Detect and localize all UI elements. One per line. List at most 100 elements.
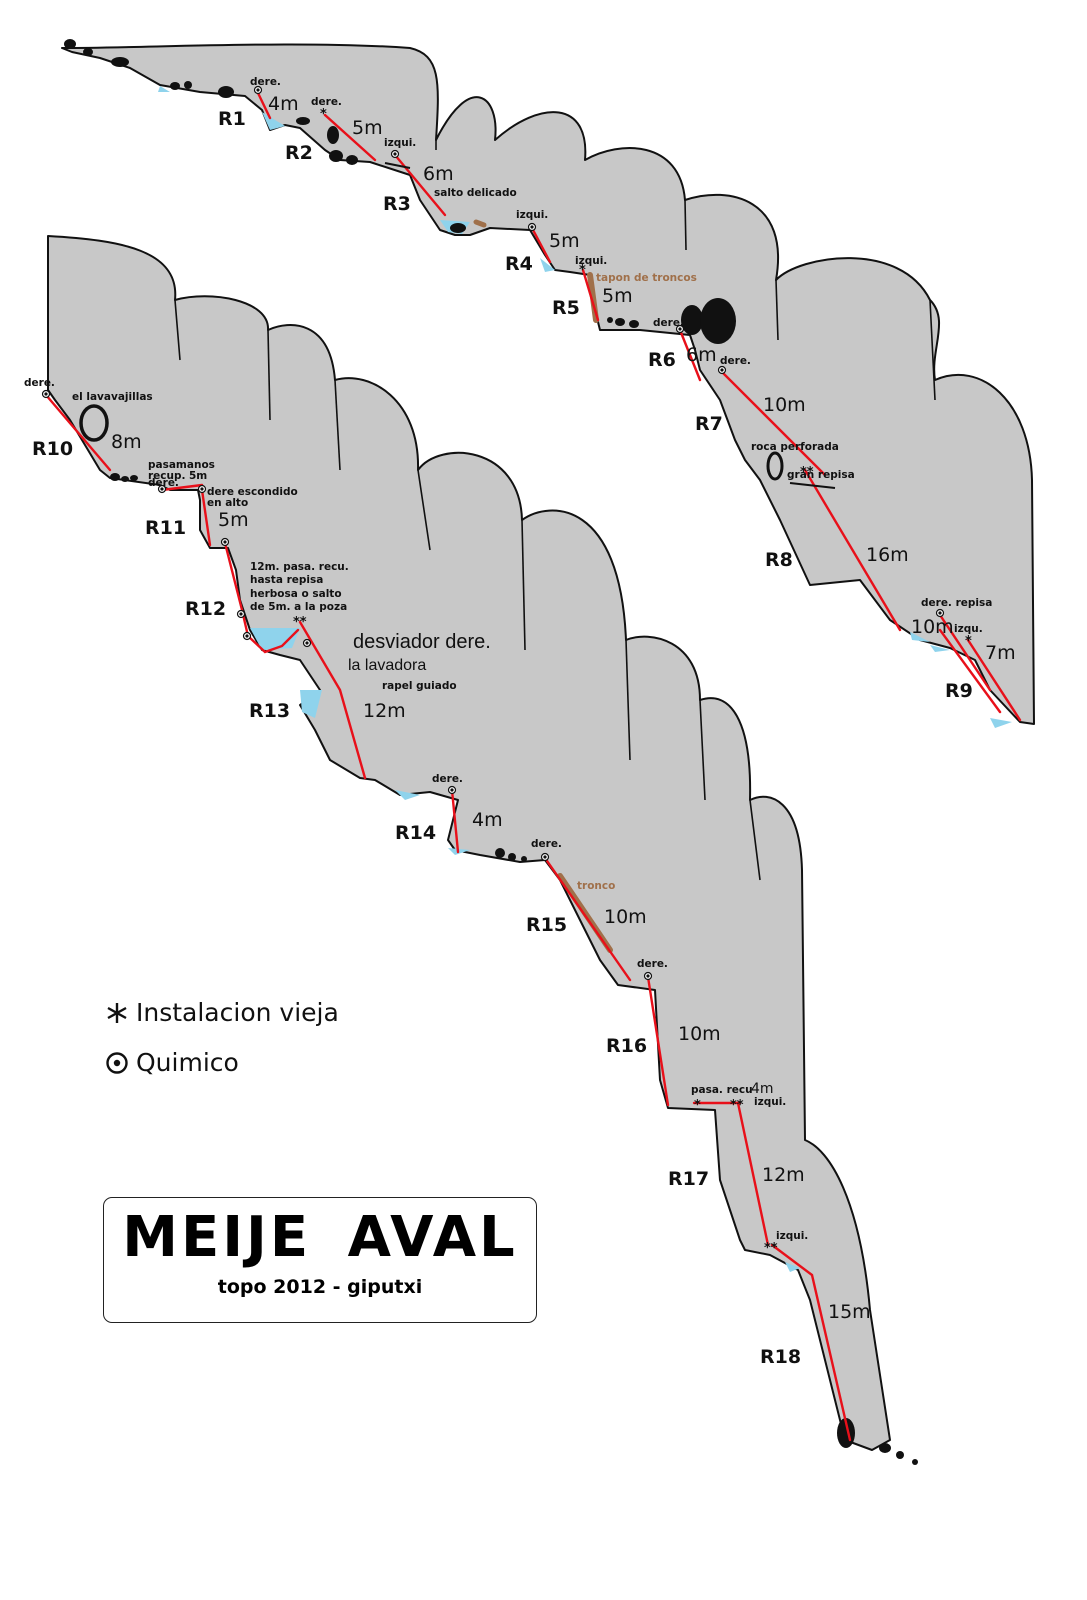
- r12-label: R12: [185, 598, 226, 620]
- r13-deviator: desviador dere.: [353, 631, 491, 653]
- svg-text:**: **: [730, 1098, 744, 1113]
- r18-label: R18: [760, 1346, 801, 1368]
- r7-note: dere.: [720, 355, 751, 367]
- page-subtitle: topo 2012 - giputxi: [217, 1276, 423, 1298]
- lower-canyon-wall: [47, 235, 891, 1451]
- r13-place: la lavadora: [348, 657, 426, 674]
- r15-note: dere.: [531, 838, 562, 850]
- r3-label: R3: [383, 193, 411, 215]
- r14-label: R14: [395, 822, 436, 844]
- r17-length: 12m: [762, 1164, 805, 1186]
- r1-length: 4m: [268, 93, 299, 115]
- r9-length-b: 7m: [985, 642, 1016, 664]
- r8-extra: gran repisa: [787, 469, 855, 481]
- r17-note-a: pasa. recu: [691, 1084, 753, 1096]
- r8-label: R8: [765, 549, 793, 571]
- r17-note-b: 4m: [751, 1081, 774, 1097]
- r1-note: dere.: [250, 76, 281, 88]
- bulge-lines: [174, 140, 936, 881]
- page-title: MEIJE AVAL: [122, 1205, 518, 1270]
- r2-label: R2: [285, 142, 313, 164]
- r12-line2: hasta repisa: [250, 574, 323, 586]
- svg-text:*: *: [965, 634, 972, 649]
- r17-label: R17: [668, 1168, 709, 1190]
- r9-note: dere. repisa: [921, 597, 992, 609]
- r11-note-b: recup.: [148, 470, 186, 482]
- old-anchors: * * ** * ** * ** **: [293, 107, 972, 1256]
- r5-label: R5: [552, 297, 580, 319]
- r8-note: roca perforada: [751, 441, 839, 453]
- r16-length: 10m: [678, 1023, 721, 1045]
- r14-length: 4m: [472, 809, 503, 831]
- asterisk-icon: [104, 1001, 130, 1025]
- r11-note-e: dere escondido: [207, 486, 298, 498]
- r18-length: 15m: [828, 1301, 871, 1323]
- r18-note: izqui.: [776, 1230, 808, 1242]
- r5-extra: tapon de troncos: [596, 272, 697, 284]
- ledge-marks: [384, 162, 836, 489]
- r1-label: R1: [218, 108, 246, 130]
- r15-label: R15: [526, 914, 567, 936]
- r10-label: R10: [32, 438, 73, 460]
- r16-label: R16: [606, 1035, 647, 1057]
- svg-text:*: *: [320, 107, 327, 122]
- r8-length: 16m: [866, 544, 909, 566]
- r6-note: dere.: [653, 317, 684, 329]
- legend-chemical: Quimico: [104, 1048, 239, 1077]
- r3-note: izqui.: [384, 137, 416, 149]
- svg-text:**: **: [293, 615, 307, 630]
- svg-text:*: *: [579, 263, 586, 278]
- r12-line4: de 5m. a la poza: [250, 601, 347, 613]
- r2-note: dere.: [311, 96, 342, 108]
- r7-length: 10m: [763, 394, 806, 416]
- r7-label: R7: [695, 413, 723, 435]
- r15-length: 10m: [604, 906, 647, 928]
- upper-canyon-wall: [61, 43, 1035, 725]
- svg-text:**: **: [764, 1241, 778, 1256]
- r4-note: izqui.: [516, 209, 548, 221]
- r11-note-f: en alto: [207, 497, 248, 509]
- r3-extra: salto delicado: [434, 187, 517, 199]
- svg-text:**: **: [800, 465, 814, 480]
- r10-length: 8m: [111, 431, 142, 453]
- r13-label: R13: [249, 700, 290, 722]
- r10-note: dere.: [24, 377, 55, 389]
- r9-extra: izqu.: [954, 623, 983, 635]
- r15-extra: tronco: [577, 880, 615, 892]
- r3-length: 6m: [423, 163, 454, 185]
- r9-length-a: 10m: [911, 616, 954, 638]
- r11-note-c: 5m: [189, 470, 207, 482]
- r5-length: 5m: [602, 285, 633, 307]
- r9-label: R9: [945, 680, 973, 702]
- perforated-rock-icon: [766, 451, 784, 481]
- r12-line3: herbosa o salto: [250, 588, 342, 600]
- lavavajillas-hole-icon: [79, 404, 109, 442]
- r11-length: 5m: [218, 509, 249, 531]
- r6-length: 6m: [686, 344, 717, 366]
- water-pools: [158, 86, 1012, 1272]
- r11-note-a: pasamanos: [148, 459, 215, 471]
- r4-length: 5m: [549, 230, 580, 252]
- r5-note: izqui.: [575, 255, 607, 267]
- svg-text:*: *: [694, 1098, 701, 1113]
- r16-note: dere.: [637, 958, 668, 970]
- chemical-anchors: [41, 85, 945, 981]
- r17-note-c: izqui.: [754, 1096, 786, 1108]
- legend-chemical-label: Quimico: [136, 1048, 239, 1077]
- title-box: MEIJE AVAL topo 2012 - giputxi: [103, 1197, 537, 1323]
- r12-line1: 12m. pasa. recu.: [250, 561, 349, 573]
- legend-old-anchor: Instalacion vieja: [104, 998, 339, 1027]
- r2-length: 5m: [352, 117, 383, 139]
- r11-label: R11: [145, 517, 186, 539]
- r14-note: dere.: [432, 773, 463, 785]
- r4-label: R4: [505, 253, 533, 275]
- r6-label: R6: [648, 349, 676, 371]
- rappel-ropes: [44, 91, 1022, 1442]
- r13-extra: rapel guiado: [382, 680, 457, 692]
- boulders: [64, 39, 918, 1465]
- r11-note-d: dere.: [148, 477, 179, 489]
- r10-extra: el lavavajillas: [72, 391, 153, 403]
- rappel-labels: R1 4m dere. R2 5m dere. R3 6m izqui. sal…: [24, 76, 1016, 1368]
